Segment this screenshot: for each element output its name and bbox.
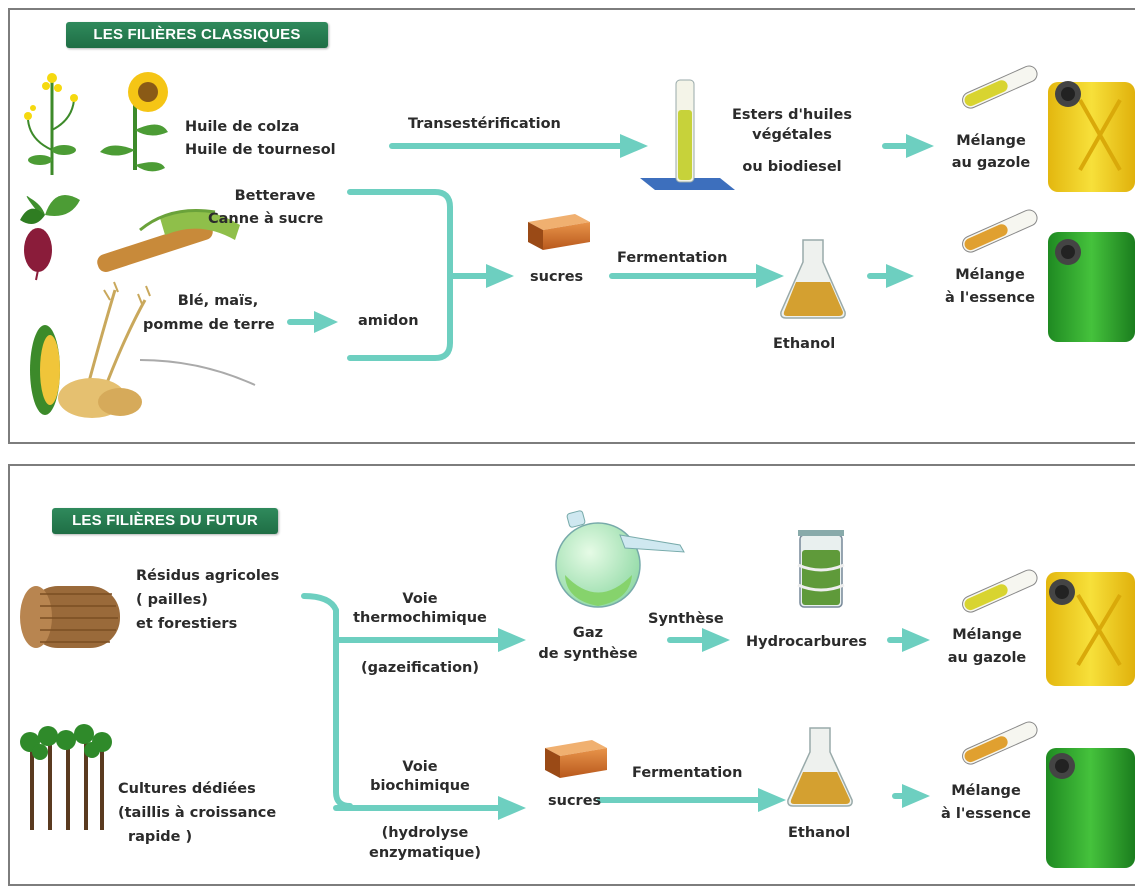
esters-label-2: végétales (752, 127, 832, 143)
future-fermentation-label: Fermentation (632, 765, 743, 781)
transesterification-label: Transestérification (408, 116, 561, 132)
oil-label-colza: Huile de colza (185, 119, 300, 135)
future-ethanol-label: Ethanol (788, 825, 851, 841)
syngas-label-1: Gaz (572, 625, 604, 641)
future-mix-diesel-2: au gazole (947, 650, 1027, 666)
future-banner: LES FILIÈRES DU FUTUR (52, 508, 278, 534)
classic-mix-gasoline-2: à l'essence (945, 290, 1035, 306)
bio-label-2: biochimique (370, 778, 470, 794)
residues-label-1: Résidus agricoles (136, 568, 280, 584)
classic-pathways-panel (8, 8, 1135, 444)
bio-label-1: Voie (402, 759, 438, 775)
thermo-label-2: thermochimique (353, 610, 487, 626)
crops-label-1: Cultures dédiées (118, 781, 256, 797)
crops-label-2: (taillis à croissance (118, 805, 277, 821)
classic-sugars-label: sucres (530, 269, 584, 285)
hydrocarbons-label: Hydrocarbures (746, 634, 867, 650)
gasification-label: (gazeification) (361, 660, 479, 676)
thermo-label-1: Voie (402, 591, 438, 607)
starch-crops-label-2: pomme de terre (143, 317, 275, 333)
esters-label-1: Esters d'huiles (731, 107, 852, 123)
syngas-label-2: de synthèse (538, 646, 638, 662)
hydrolysis-label-1: (hydrolyse (381, 825, 469, 841)
future-mix-gasoline-2: à l'essence (941, 806, 1031, 822)
esters-label-3: ou biodiesel (742, 159, 842, 175)
classic-ethanol-label: Ethanol (773, 336, 836, 352)
classic-mix-gasoline-1: Mélange (955, 267, 1025, 283)
classic-banner: LES FILIÈRES CLASSIQUES (66, 22, 328, 48)
hydrolysis-label-2: enzymatique) (368, 845, 481, 861)
residues-label-2: ( pailles) (136, 592, 208, 608)
starch-label: amidon (358, 313, 419, 329)
starch-crops-label-1: Blé, maïs, (177, 293, 259, 309)
future-sugars-label: sucres (548, 793, 602, 809)
oil-label-tournesol: Huile de tournesol (185, 142, 336, 158)
future-mix-gasoline-1: Mélange (951, 783, 1021, 799)
crops-label-3: rapide ) (128, 829, 193, 845)
classic-fermentation-label: Fermentation (617, 250, 728, 266)
classic-mix-diesel-2: au gazole (951, 155, 1031, 171)
synthesis-label: Synthèse (648, 611, 724, 627)
sugar-crops-label-2: Canne à sucre (208, 211, 324, 227)
future-mix-diesel-1: Mélange (952, 627, 1022, 643)
residues-label-3: et forestiers (136, 616, 238, 632)
sugar-crops-label-1: Betterave (234, 188, 316, 204)
classic-mix-diesel-1: Mélange (956, 133, 1026, 149)
